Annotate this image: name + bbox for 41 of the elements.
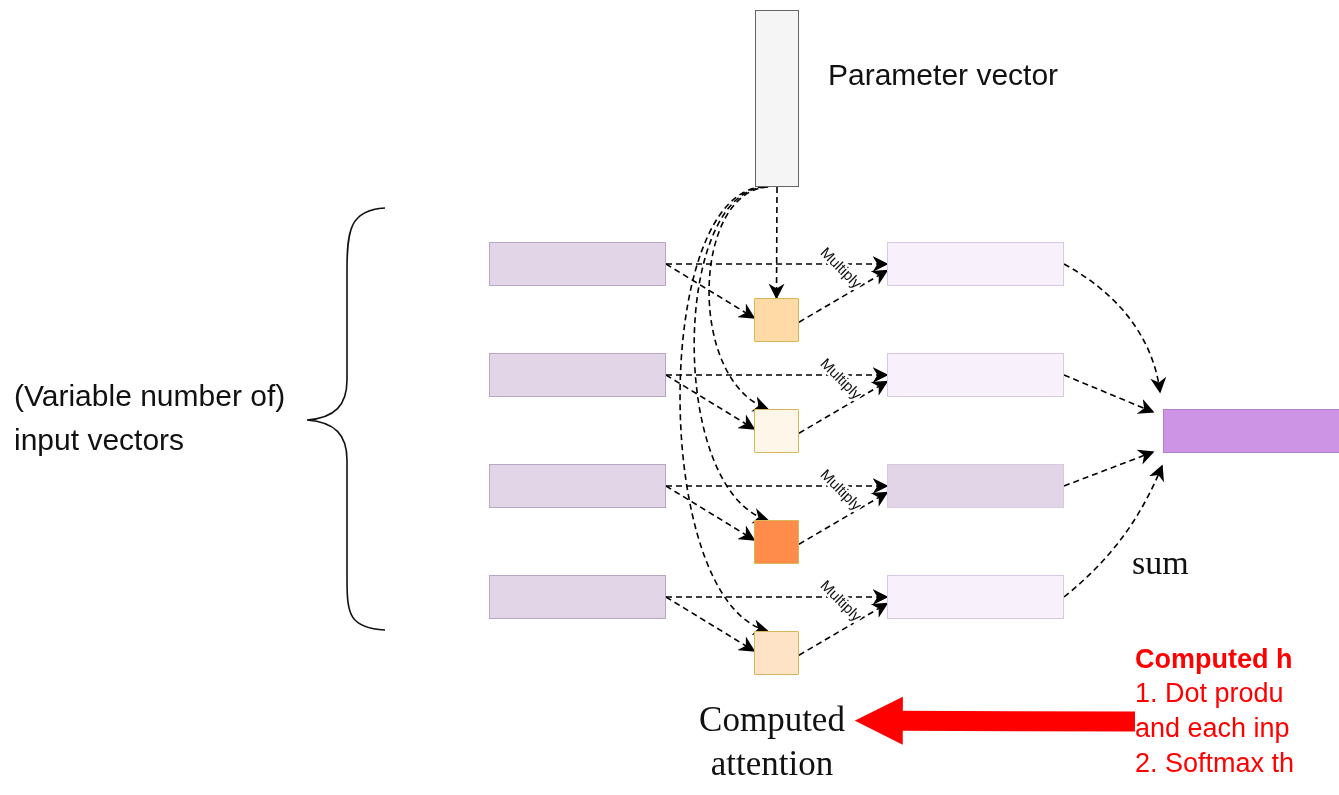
arrow bbox=[854, 696, 1136, 745]
dashed-arrow bbox=[665, 256, 889, 272]
dashed-arrow bbox=[665, 374, 756, 430]
input-vector-bar bbox=[489, 575, 666, 619]
attention-weight-square bbox=[754, 631, 799, 675]
output-vector-bar bbox=[1163, 409, 1339, 453]
note-heading: Computed h bbox=[1135, 643, 1293, 676]
dashed-arrow bbox=[665, 485, 756, 541]
dashed-arrow bbox=[1063, 464, 1164, 598]
dashed-arrow bbox=[1063, 374, 1155, 414]
dashed-arrow bbox=[665, 596, 756, 652]
sum-label: sum bbox=[1132, 543, 1190, 583]
note-text: 1. Dot produ and each inp 2. Softmax th bbox=[1135, 677, 1296, 780]
input-vector-bar bbox=[489, 464, 666, 508]
bracket-label: (Variable number of) input vectors bbox=[14, 378, 287, 458]
dashed-arrow bbox=[798, 380, 889, 434]
attention-weight-square bbox=[754, 409, 799, 453]
attention-weight-square bbox=[754, 298, 799, 342]
dashed-arrow bbox=[798, 602, 889, 656]
dashed-arrow bbox=[798, 269, 889, 323]
dashed-arrow bbox=[1063, 449, 1155, 487]
dashed-arrow bbox=[665, 263, 756, 319]
dashed-arrow bbox=[665, 478, 889, 494]
weighted-vector-bar bbox=[887, 353, 1064, 397]
input-vector-bar bbox=[489, 353, 666, 397]
input-vector-bar bbox=[489, 242, 666, 286]
dashed-arrow bbox=[768, 186, 785, 300]
node-caption: Parameter vector bbox=[828, 58, 1059, 92]
node-label: Computed attention bbox=[698, 699, 846, 785]
dashed-arrow bbox=[665, 589, 889, 605]
dashed-arrow bbox=[708, 186, 769, 410]
dashed-arrow bbox=[665, 367, 889, 383]
dashed-arrow bbox=[1063, 263, 1166, 394]
attention-weight-square bbox=[754, 520, 799, 564]
weighted-vector-bar bbox=[887, 242, 1064, 286]
weighted-vector-bar bbox=[887, 464, 1064, 508]
dashed-arrow bbox=[798, 491, 889, 545]
parameter-vector-bar bbox=[755, 10, 799, 187]
weighted-vector-bar bbox=[887, 575, 1064, 619]
dashed-arrow bbox=[679, 186, 769, 632]
dashed-arrow bbox=[693, 186, 769, 521]
